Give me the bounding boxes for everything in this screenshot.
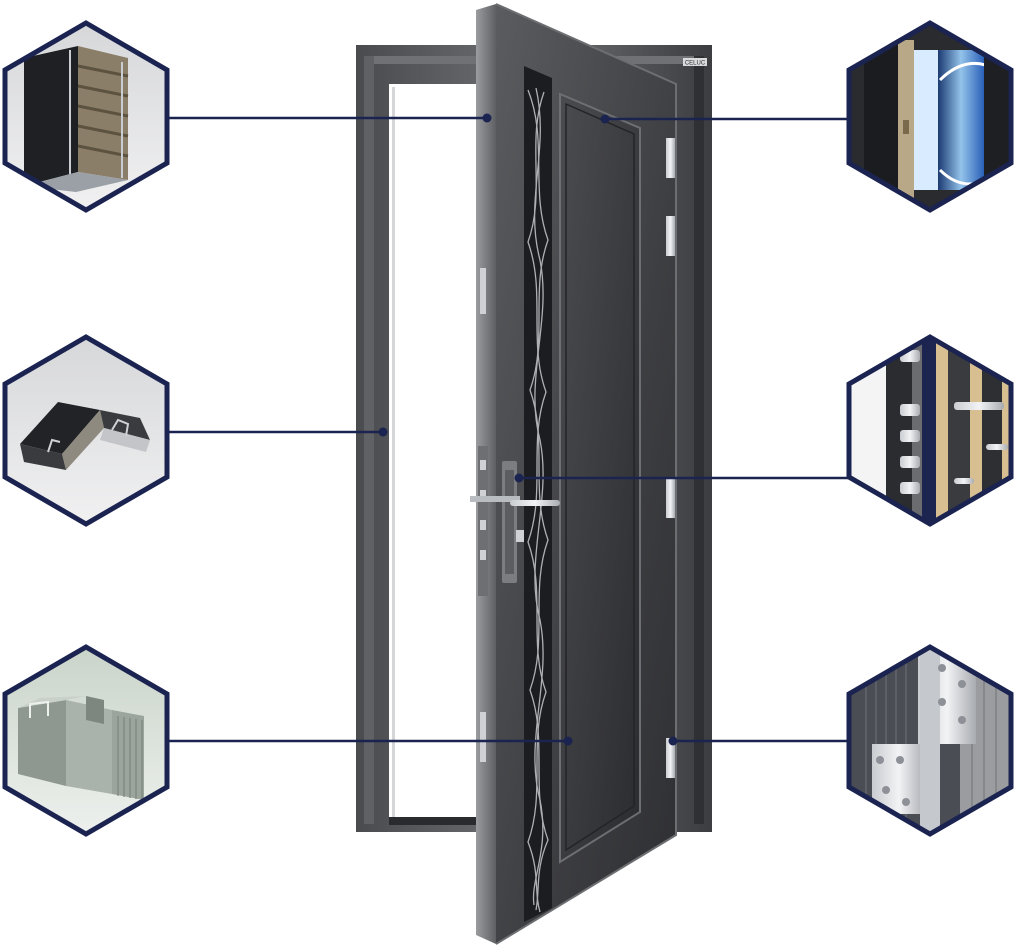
door-brand-badge: CELUC	[683, 58, 707, 67]
multipoint-lock-icon	[886, 337, 1011, 524]
door-illustration: CELUC	[356, 3, 712, 945]
door-hinges	[666, 138, 675, 778]
callout-lock-bolts	[846, 334, 1014, 527]
callout-bottom-profile	[2, 644, 170, 837]
callout-hinge	[846, 644, 1014, 837]
callout-frame-profile	[2, 20, 170, 213]
door-badge-text: CELUC	[685, 61, 706, 67]
decorative-glass-strip	[524, 66, 552, 922]
aluminium-section-icon	[20, 402, 150, 470]
edge-locking-points	[478, 268, 488, 762]
leader-lines	[167, 116, 849, 743]
door-handle	[470, 461, 560, 583]
aluminium-threshold-profile-icon	[18, 696, 144, 800]
callout-frame-section	[2, 334, 170, 527]
callout-insulation	[846, 20, 1014, 213]
aluminium-frame-profile-icon	[24, 46, 129, 192]
leader-dots	[378, 113, 678, 746]
